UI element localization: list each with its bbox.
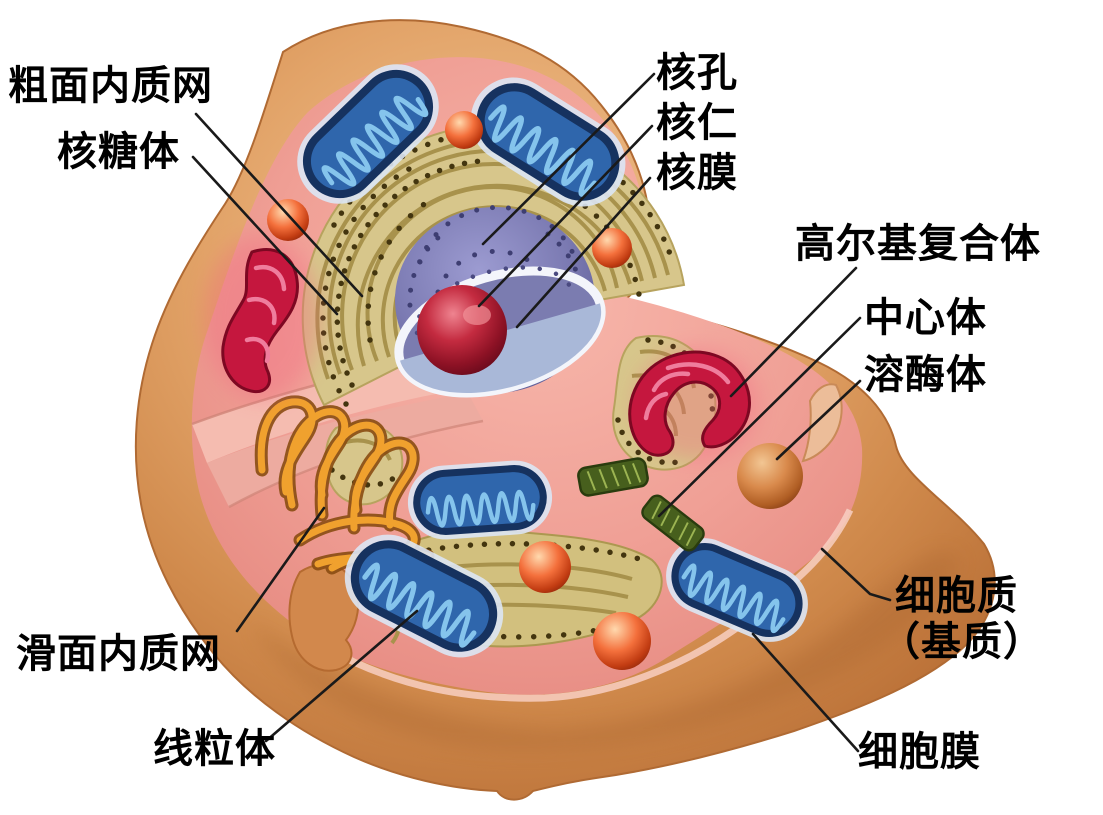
label-cell-membrane: 细胞膜 [858,729,981,775]
label-smooth-er: 滑面内质网 [16,631,221,677]
label-lysosome: 溶酶体 [864,352,987,398]
leader-line-cell-membrane [751,632,860,753]
leader-line-centrosome [657,316,862,518]
leader-line-ribosome [191,155,339,316]
membrane-fold-right [801,383,843,463]
label-ribosome: 核糖体 [57,129,180,175]
leader-lines [191,72,892,753]
label-nucleolus: 核仁 [656,100,738,146]
nucleolus-body [417,285,507,375]
golgi-right [628,348,759,460]
lysosome-labeled [737,443,803,509]
lysosome-vesicles [267,111,803,670]
leader-line-rough-er [194,112,364,298]
label-mitochondrion: 线粒体 [153,726,276,772]
golgi-left [204,236,320,400]
leader-line-smooth-er [235,506,326,633]
label-nuclear-membrane: 核膜 [656,150,738,196]
leader-line-nuclear-membrane [515,176,652,329]
label-centrosome: 中心体 [864,295,987,341]
label-cytoplasm-matrix: （基质） [880,619,1044,665]
label-cytoplasm: 细胞质 [895,573,1018,619]
leader-line-golgi [729,266,858,398]
centrosome-centrioles [577,457,705,552]
leader-line-nucleolus [477,124,654,308]
label-golgi-complex: 高尔基复合体 [795,221,1041,267]
leader-line-nuclear-pore [481,72,656,246]
nucleus [394,204,606,398]
label-rough-er: 粗面内质网 [8,63,213,109]
label-nuclear-pore: 核孔 [656,50,738,96]
leader-line-lysosome [775,379,862,461]
leader-line-mitochondrion [264,609,419,743]
leader-line-cytoplasm [820,547,892,602]
